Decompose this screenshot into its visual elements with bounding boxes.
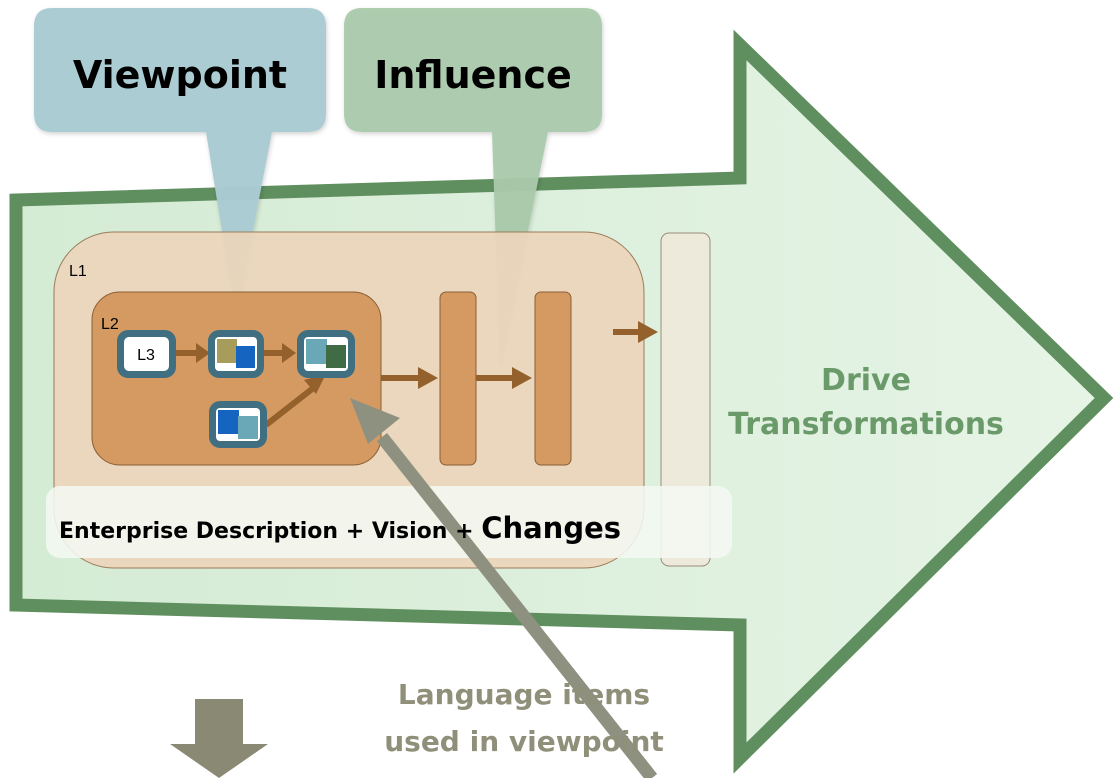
connector-head: [512, 367, 532, 389]
viewpoint-node: [208, 330, 264, 378]
outcome-panel: [660, 232, 711, 567]
caption-emphasis: Changes: [481, 511, 621, 545]
l3-node: [117, 330, 176, 378]
transformations-label: Transformations: [728, 407, 1004, 442]
process-column-2: [534, 291, 572, 466]
language-items-label: Language items: [398, 678, 650, 711]
down-arrow: [170, 699, 268, 778]
used-in-viewpoint-label: used in viewpoint: [384, 725, 664, 758]
connector-head: [282, 343, 296, 363]
l1-label: L1: [69, 263, 87, 280]
viewpoint-callout: [34, 8, 326, 318]
connector-head: [304, 374, 326, 394]
influence-callout: [344, 8, 602, 368]
influence-callout-label: Influence: [374, 53, 572, 97]
connector-head: [638, 321, 658, 343]
pointer-arrow: [350, 398, 658, 778]
source-node: [209, 401, 267, 448]
drive-label: Drive: [821, 363, 911, 398]
connector-head: [196, 343, 210, 363]
connector-head: [418, 367, 438, 389]
l2-label: L2: [101, 316, 119, 333]
caption-text: Enterprise Description + Vision + Change…: [59, 511, 621, 545]
target-node: [297, 330, 355, 378]
process-column-1: [439, 291, 477, 466]
viewpoint-callout-label: Viewpoint: [73, 53, 287, 97]
l3-label: L3: [137, 347, 155, 364]
caption-main: Enterprise Description + Vision +: [59, 519, 481, 544]
connector-node3-to-node2: [264, 386, 314, 428]
caption-band: [46, 486, 732, 558]
